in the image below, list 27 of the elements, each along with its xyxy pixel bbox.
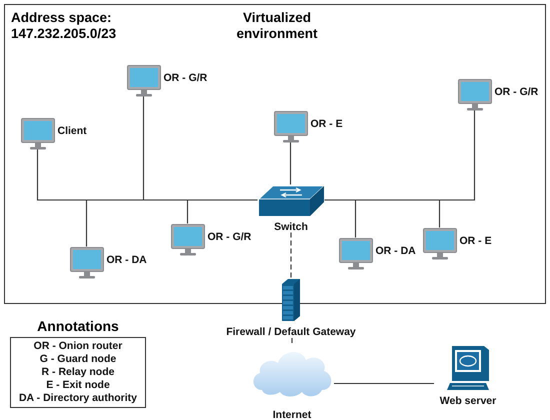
- node-label: Firewall / Default Gateway: [226, 326, 356, 338]
- node-label: OR - G/R: [494, 86, 538, 98]
- network-link: [334, 382, 434, 384]
- network-link: [290, 232, 292, 278]
- node-label: OR - DA: [376, 244, 416, 256]
- node-label: OR - E: [310, 118, 343, 130]
- environment-title: Virtualized environment: [235, 10, 318, 42]
- network-link: [324, 199, 440, 228]
- node-label: OR - G/R: [208, 230, 252, 242]
- annotation-line: E - Exit node: [46, 379, 110, 392]
- annotation-line: OR - Onion router: [34, 340, 122, 353]
- network-link: [186, 199, 258, 224]
- annotation-line: R - Relay node: [42, 366, 114, 379]
- node-label: Switch: [274, 220, 308, 232]
- annotations-title: Annotations: [37, 318, 119, 334]
- node-label: OR - DA: [106, 254, 147, 266]
- node-label: Internet: [272, 409, 312, 420]
- node-label: OR - E: [460, 234, 492, 246]
- node-label: Client: [58, 124, 87, 136]
- annotation-line: G - Guard node: [40, 353, 116, 366]
- node-label: OR - G/R: [164, 72, 208, 84]
- annotation-line: DA - Directory authority: [18, 392, 138, 405]
- address-space-title: Address space: 147.232.205.0/23: [11, 10, 118, 42]
- network-link: [290, 142, 292, 184]
- network-link: [291, 338, 293, 346]
- environment-boundary: [4, 4, 546, 304]
- node-label: Web server: [440, 395, 496, 407]
